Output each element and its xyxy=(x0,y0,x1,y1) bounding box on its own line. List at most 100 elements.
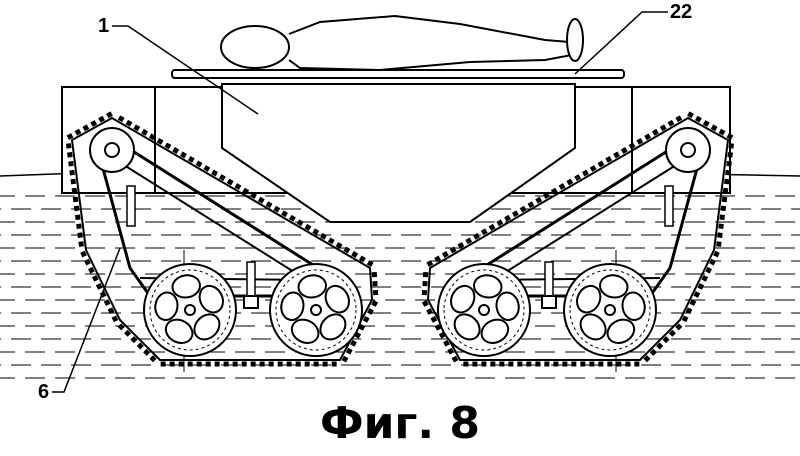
leader-line-22 xyxy=(574,11,668,75)
track-tooth xyxy=(242,187,250,195)
track-tooth xyxy=(616,361,622,367)
track-tooth xyxy=(281,210,289,218)
track-tooth xyxy=(67,152,73,158)
track-tooth xyxy=(80,250,87,258)
wheel-lightening-hole xyxy=(164,318,194,344)
track-tooth xyxy=(709,258,716,266)
stretcher-with-person xyxy=(171,14,625,79)
track-tooth xyxy=(273,205,281,213)
track-tooth xyxy=(667,119,675,127)
track-tooth xyxy=(313,361,319,367)
track-tooth xyxy=(613,151,620,159)
strut-mount xyxy=(243,295,259,309)
track-tooth xyxy=(205,361,211,367)
track-tooth xyxy=(372,289,379,296)
track-tooth xyxy=(76,223,82,230)
track-tooth xyxy=(519,205,527,213)
track-tooth xyxy=(82,124,90,132)
vehicle-body xyxy=(61,83,731,223)
track-tooth xyxy=(78,241,85,247)
person-body xyxy=(288,14,574,72)
label-6: 6 xyxy=(38,381,49,403)
track-tooth xyxy=(288,214,296,222)
track-tooth xyxy=(103,299,111,306)
track-tooth xyxy=(335,241,343,249)
track-tooth xyxy=(95,283,103,290)
track-tooth xyxy=(721,196,728,203)
track-tooth xyxy=(625,361,631,367)
track-tooth xyxy=(124,329,132,337)
track-tooth xyxy=(488,223,496,231)
track-tooth xyxy=(598,361,604,367)
track-tooth xyxy=(581,169,589,177)
track-tooth xyxy=(421,289,428,296)
track-tooth xyxy=(372,280,378,287)
wheel-lightening-hole xyxy=(154,291,179,321)
track-tooth xyxy=(156,137,164,145)
track-tooth xyxy=(426,308,433,315)
track-tooth xyxy=(702,120,710,127)
wheel-lightening-hole xyxy=(297,274,327,299)
track-tooth xyxy=(117,323,125,331)
sprocket-hub xyxy=(104,142,120,158)
track-tooth xyxy=(580,361,586,367)
wheel-lightening-hole xyxy=(198,284,224,314)
track-tooth xyxy=(527,201,535,209)
track-tooth xyxy=(451,355,459,363)
track-tooth xyxy=(728,143,735,149)
person-feet xyxy=(566,18,584,62)
track-tooth xyxy=(430,316,438,323)
track-tooth xyxy=(499,361,505,367)
track-tooth xyxy=(659,124,667,132)
track-tooth xyxy=(66,133,74,140)
track-tooth xyxy=(327,237,335,245)
track-tooth xyxy=(605,156,613,163)
track-tooth xyxy=(535,196,543,204)
track-tooth xyxy=(701,274,709,282)
track-tooth xyxy=(169,361,175,367)
track-tooth xyxy=(296,219,304,227)
track-tooth xyxy=(366,260,374,267)
track-tooth xyxy=(371,271,378,278)
track-tooth xyxy=(589,165,597,172)
track-tooth xyxy=(250,361,256,367)
track-tooth xyxy=(187,156,195,163)
track-tooth xyxy=(143,348,151,356)
track-tooth xyxy=(517,361,523,367)
track-tooth xyxy=(685,307,693,315)
track-tooth xyxy=(107,307,115,315)
figure-caption: Фиг. 8 xyxy=(319,398,481,449)
track-tooth xyxy=(558,183,566,191)
leader-line-6 xyxy=(52,247,121,393)
person-head xyxy=(220,25,290,69)
track-tooth xyxy=(443,339,450,347)
track-tooth xyxy=(473,232,480,240)
wheel-lightening-hole xyxy=(480,318,510,344)
track-tooth xyxy=(694,115,702,123)
wheel-lightening-hole xyxy=(495,291,520,321)
track-tooth xyxy=(662,336,670,344)
wheel-lightening-hole xyxy=(193,313,221,341)
track-tooth xyxy=(649,348,657,356)
track-tooth xyxy=(241,361,247,367)
track-unit-right xyxy=(421,111,735,372)
track-tooth xyxy=(449,246,457,254)
wheel-lightening-hole xyxy=(453,313,481,341)
track-tooth xyxy=(226,178,234,186)
track-tooth xyxy=(65,143,72,149)
track-tooth xyxy=(550,187,558,195)
track-tooth xyxy=(214,361,220,367)
track-tooth xyxy=(481,361,487,367)
track-tooth xyxy=(705,266,712,274)
track-tooth xyxy=(141,128,148,136)
track-tooth xyxy=(350,339,357,347)
track-tooth xyxy=(312,228,320,236)
wheel-lightening-hole xyxy=(606,318,636,344)
track-tooth xyxy=(723,178,730,185)
track-tooth xyxy=(136,342,144,350)
track-tooth xyxy=(544,361,550,367)
track-tooth xyxy=(710,124,718,132)
track-tooth xyxy=(668,329,676,337)
track-tooth xyxy=(441,251,449,258)
